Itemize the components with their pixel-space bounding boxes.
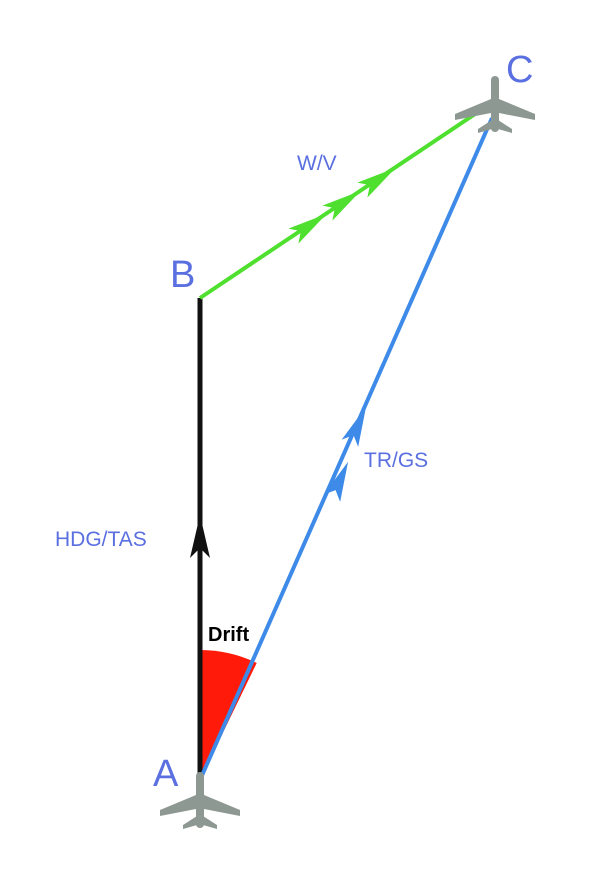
track-arrowhead [323,461,349,502]
wind-arrowhead [322,190,361,221]
track-arrowhead [341,406,367,447]
track-vector-label: TR/GS [364,449,428,472]
heading-vector [190,298,210,780]
wind-arrowhead [288,213,327,244]
point-b-label: B [170,254,195,296]
heading-arrowhead [190,515,210,558]
point-c-label: C [506,49,533,91]
track-vector [198,117,494,781]
heading-vector-label: HDG/TAS [55,528,147,551]
wind-arrowhead [357,167,396,198]
point-a-label: A [153,753,179,795]
drift-label: Drift [208,624,249,646]
wind-vector-label: W/V [297,152,337,175]
wind-vector [198,100,495,300]
